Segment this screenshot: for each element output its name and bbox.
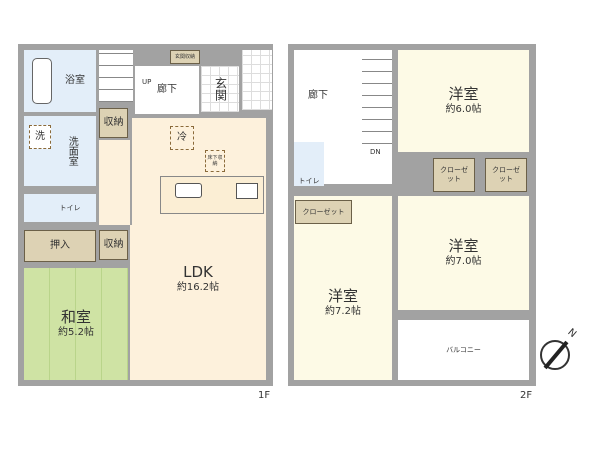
storage-1f-2: 収納 — [99, 230, 128, 260]
room-a: 洋室約6.0帖 — [398, 50, 529, 152]
floor1-label: 1F — [258, 390, 271, 401]
toilet-1f: トイレ — [24, 194, 96, 222]
toilet-2f: トイレ — [294, 142, 324, 186]
oshiire: 押入 — [24, 230, 96, 262]
balcony: バルコニー — [398, 320, 529, 380]
washer-space: 洗 — [29, 125, 51, 149]
stove-icon — [236, 183, 258, 199]
hall-1f: 廊下 — [135, 66, 199, 114]
stairs-2f — [362, 52, 392, 144]
stair-up-label: UP — [142, 78, 152, 86]
ldk-wall — [128, 117, 132, 225]
sink-icon — [175, 183, 202, 198]
room-c: 洋室約7.2帖 — [294, 196, 392, 380]
stairs-1f — [99, 50, 133, 102]
washitsu: 和室約5.2帖 — [24, 268, 128, 380]
closet-a: クローゼット — [433, 158, 475, 192]
ldk-hall-extension — [99, 140, 130, 225]
floor2-label: 2F — [520, 390, 533, 401]
room-b: 洋室約7.0帖 — [398, 196, 529, 310]
bathtub-icon — [32, 58, 52, 104]
stair-down-label: DN — [370, 148, 381, 156]
fridge-space: 冷 — [170, 126, 194, 150]
storage-1f: 収納 — [99, 108, 128, 138]
entrance: 玄関 — [201, 66, 239, 112]
closet-b: クローゼット — [485, 158, 527, 192]
compass-north-label: N — [565, 326, 579, 341]
entrance-porch — [242, 50, 272, 110]
entrance-storage: 玄関収納 — [170, 50, 200, 64]
compass-icon — [540, 340, 570, 370]
underfloor-storage: 床下収納 — [205, 150, 225, 172]
closet-c: クローゼット — [295, 200, 352, 224]
